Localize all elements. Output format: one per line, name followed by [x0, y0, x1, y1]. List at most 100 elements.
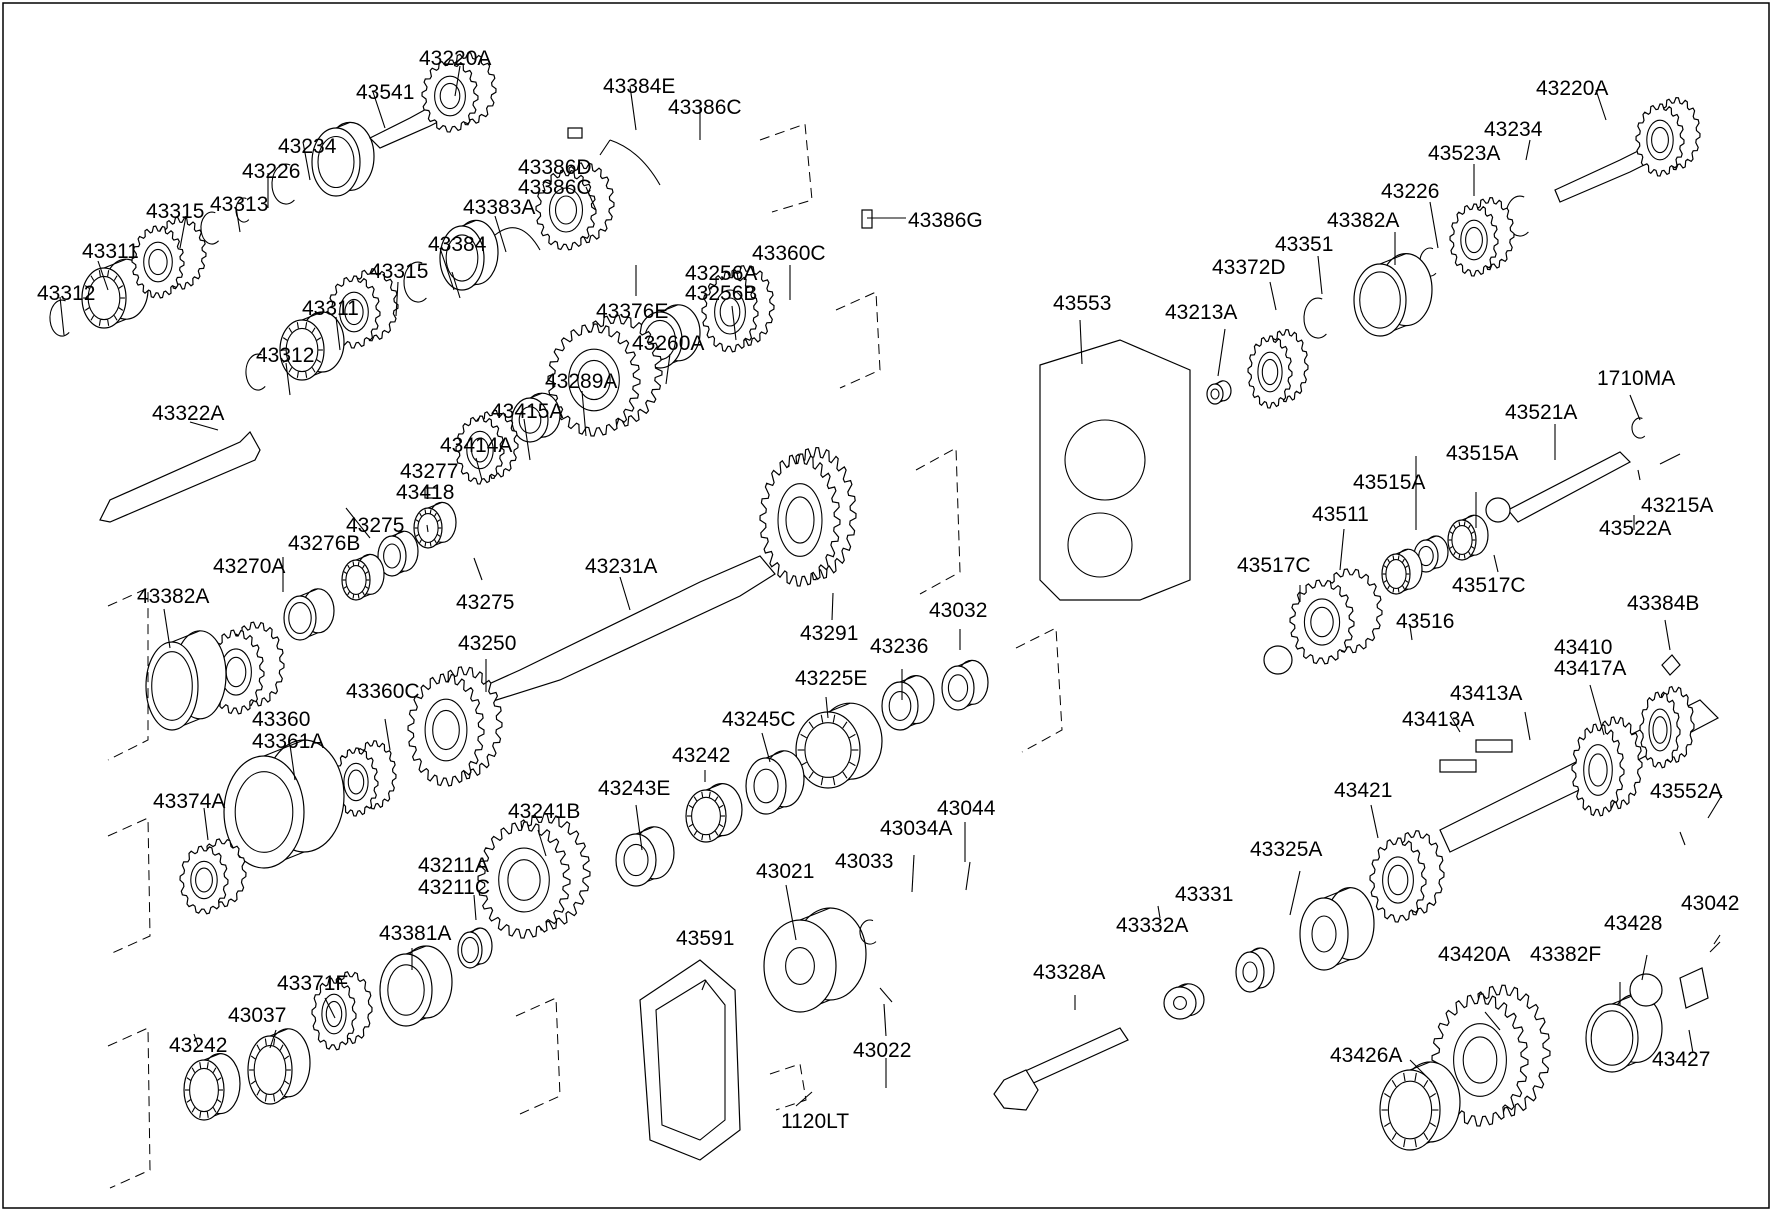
- ring-front: [615, 833, 657, 887]
- ring-inner: [1387, 1080, 1433, 1140]
- part-label: 43245C: [722, 708, 796, 731]
- part-label: 43427: [1652, 1048, 1710, 1071]
- part-label: 43033: [835, 850, 893, 873]
- gear: [1449, 196, 1515, 277]
- gear-front-face: [759, 453, 841, 587]
- gear: [1571, 716, 1643, 817]
- gear-bore: [471, 437, 489, 463]
- roller: [352, 561, 355, 566]
- roller: [84, 285, 90, 289]
- gear-front-face: [701, 271, 759, 353]
- ring-front: [511, 397, 549, 443]
- roller: [90, 275, 95, 281]
- part-label: 43275: [346, 514, 404, 537]
- ring-inner: [785, 947, 815, 985]
- roller: [708, 791, 711, 798]
- part-label: 43382F: [1530, 943, 1601, 966]
- roller: [419, 539, 423, 544]
- part-label: 43521A: [1505, 401, 1577, 424]
- ring: [745, 750, 805, 815]
- roller: [433, 512, 437, 517]
- gear-bore: [148, 248, 168, 276]
- part-label: 43250: [458, 632, 516, 655]
- cover-housing-inner: [655, 979, 726, 1141]
- housing-bore: [1064, 419, 1146, 501]
- roller: [1391, 1132, 1397, 1140]
- thrust-half-ring: [599, 139, 661, 186]
- part-label: 43044: [937, 797, 996, 820]
- roller: [186, 1077, 191, 1081]
- roller: [357, 594, 360, 599]
- roller: [256, 1044, 261, 1051]
- ring: [279, 311, 345, 381]
- gear-front-face: [535, 169, 597, 251]
- ring-inner: [1385, 559, 1407, 589]
- roller: [90, 315, 95, 321]
- roller: [113, 275, 118, 281]
- ring: [685, 782, 743, 843]
- part-label: 43523A: [1428, 142, 1500, 165]
- thrust-washer: [1263, 645, 1293, 675]
- gear-hub: [1460, 219, 1488, 261]
- part-label: 43231A: [585, 555, 657, 578]
- ring-front: [1163, 986, 1197, 1020]
- ring: [379, 945, 453, 1027]
- gear-bore: [439, 82, 461, 110]
- part-label: 43312: [37, 282, 95, 305]
- ring-inner: [383, 543, 401, 569]
- part-label: 43311: [82, 240, 139, 263]
- part-label: 43225E: [795, 667, 867, 690]
- roller: [1471, 531, 1475, 535]
- part-label: 43241B: [508, 800, 580, 823]
- gear-bore: [1462, 1036, 1498, 1084]
- dashed-assembly-line: [515, 997, 561, 1115]
- roller: [305, 371, 308, 378]
- gear-front-face: [179, 845, 229, 915]
- part-label: 43552A: [1650, 780, 1722, 803]
- gear-hub: [777, 483, 823, 557]
- roller: [437, 533, 441, 537]
- gear: [179, 838, 247, 915]
- roller: [1383, 565, 1387, 569]
- part-label: 43386D: [518, 156, 592, 179]
- roller: [84, 307, 90, 311]
- bearing-rollers: [185, 1062, 223, 1118]
- part-label: 43234: [1484, 118, 1543, 141]
- part-label: 1710MA: [1597, 367, 1675, 390]
- gear-bore: [719, 297, 741, 327]
- dashed-assembly-line: [107, 1027, 151, 1189]
- roller: [264, 1094, 267, 1102]
- gear-hub: [568, 348, 620, 412]
- ring-inner: [623, 843, 649, 877]
- roller: [284, 1055, 290, 1060]
- roller: [279, 1089, 284, 1096]
- roller: [282, 337, 288, 341]
- gear-hub: [321, 993, 347, 1035]
- ring-front: [1235, 951, 1265, 993]
- gear-hub: [1382, 856, 1414, 904]
- part-label: 43413A: [1402, 708, 1474, 731]
- lock-piece: [567, 127, 583, 139]
- roller: [808, 771, 814, 779]
- roller: [212, 1067, 217, 1073]
- roller: [365, 585, 369, 589]
- ring-front: [1299, 897, 1349, 971]
- part-label: 43289A: [545, 370, 617, 393]
- part-label: 43220A: [1536, 77, 1608, 100]
- part-label: 43420A: [1438, 943, 1510, 966]
- roller: [419, 512, 423, 517]
- gear-hub: [1646, 119, 1674, 161]
- ring: [1381, 548, 1423, 595]
- part-label: 43243E: [598, 777, 670, 800]
- roller: [279, 1044, 284, 1051]
- part-label: 43312: [256, 344, 314, 367]
- gear-front-face: [1369, 837, 1427, 923]
- snap-ring: [200, 211, 220, 245]
- gear-front-face: [1247, 335, 1293, 409]
- gear-front-face: [407, 673, 485, 787]
- bearing-rollers: [797, 714, 859, 786]
- ring-inner: [189, 1067, 219, 1113]
- roller: [316, 359, 322, 363]
- spring-pin: [861, 209, 873, 229]
- part-label: 43242: [169, 1034, 227, 1057]
